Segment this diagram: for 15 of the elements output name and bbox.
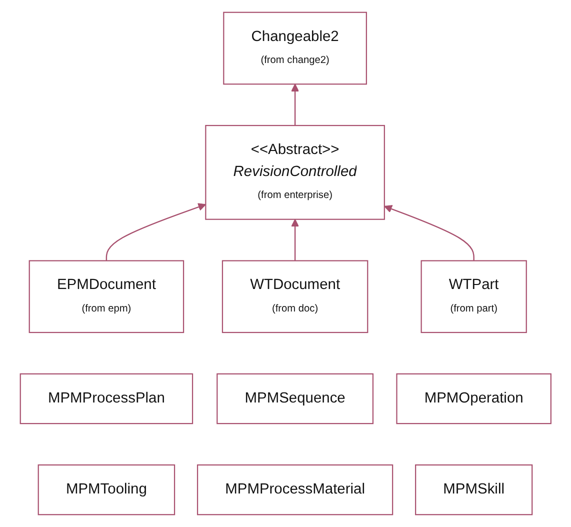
node-box: Changeable2 (from change2)	[222, 12, 367, 85]
node-box: MPMSkill	[414, 464, 533, 516]
arrow	[384, 205, 474, 261]
node-box: MPMProcessMaterial	[196, 464, 393, 516]
node-box: MPMSequence	[216, 373, 374, 424]
node-box: EPMDocument (from epm)	[28, 260, 184, 334]
node-box: MPMTooling	[38, 464, 175, 516]
arrow	[106, 203, 206, 261]
arrow	[290, 218, 299, 261]
arrow	[290, 84, 299, 126]
node-box: MPMOperation	[396, 373, 552, 424]
node-box: <<Abstract>> RevisionControlled (from enterprise)	[205, 124, 385, 220]
node-box: MPMProcessPlan	[20, 373, 193, 424]
node-box: WTDocument (from doc)	[222, 260, 368, 334]
node-box: WTPart (from part)	[420, 260, 527, 334]
